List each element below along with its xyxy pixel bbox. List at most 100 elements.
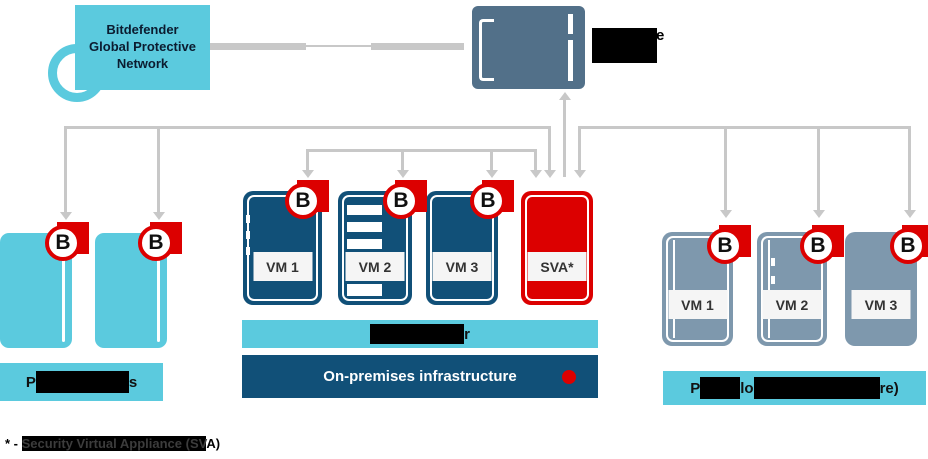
bitdefender-badge-icon: B xyxy=(383,180,427,220)
connector-v-ep2 xyxy=(157,126,160,214)
arrow-sva-left xyxy=(544,170,556,178)
endpoint-2-inner-line xyxy=(157,239,160,342)
vm-label: VM 1 xyxy=(668,290,727,319)
link-segment-mid xyxy=(306,45,371,47)
connector-v-sva-up xyxy=(563,100,566,177)
connector-v-vm1 xyxy=(306,149,309,172)
vm-inner-outline xyxy=(342,195,408,301)
public-cloud-label-p3: re) xyxy=(879,379,899,397)
vm-icon-onprem-1: VM 1 xyxy=(243,191,322,305)
link-segment-left xyxy=(210,43,306,50)
gpn-label-line2: Global Protective xyxy=(89,39,196,55)
connector-v-ep1 xyxy=(64,126,67,214)
arrow-cvm2 xyxy=(813,210,825,218)
on-premises-bar: On-premises infrastructure xyxy=(242,355,598,398)
bitdefender-badge-icon: B xyxy=(285,180,329,220)
arrow-ep1 xyxy=(60,212,72,220)
vm-icon-onprem-2: VM 2 xyxy=(338,191,412,305)
on-premises-label: On-premises infrastructure xyxy=(323,368,517,385)
vm-label: VM 3 xyxy=(851,290,911,319)
vm-stripe xyxy=(347,284,382,296)
vm-icon-cloud-1: VM 1 xyxy=(662,232,733,346)
vm-label: VM 1 xyxy=(253,252,312,281)
vm-tick xyxy=(771,258,775,266)
arrow-ep2 xyxy=(153,212,165,220)
hypervisor-bar: r xyxy=(242,320,598,348)
arrow-sva-right xyxy=(574,170,586,178)
vm-tick xyxy=(246,247,250,255)
sva-icon: SVA* xyxy=(521,191,593,305)
endpoint-1-inner-line xyxy=(62,239,65,342)
gpn-label-line1: Bitdefender xyxy=(106,22,179,38)
vm-tick xyxy=(771,276,775,284)
server-left-bracket xyxy=(479,19,494,81)
vm-inner-outline xyxy=(761,236,823,342)
badge-letter: B xyxy=(285,183,321,219)
connector-hline-mid xyxy=(306,149,537,152)
console-label-redaction xyxy=(592,28,657,63)
bitdefender-badge-icon: B xyxy=(707,225,751,265)
vm-left-line xyxy=(768,240,770,338)
footnote-highlighted: Security Virtual Appliance (SV xyxy=(21,436,207,451)
bitdefender-badge-icon: B xyxy=(890,225,928,265)
connector-v-sva-right xyxy=(578,126,581,172)
record-dot-icon xyxy=(562,370,576,384)
vm-label: VM 2 xyxy=(345,252,405,281)
vm-label: VM 3 xyxy=(432,252,492,281)
hypervisor-redaction xyxy=(370,324,465,344)
badge-letter: B xyxy=(890,228,926,264)
bitdefender-badge-icon: B xyxy=(45,222,89,262)
badge-letter: B xyxy=(138,225,174,261)
footnote: * - Security Virtual Appliance (SVA) xyxy=(5,436,220,451)
vm-left-line xyxy=(673,240,675,338)
bitdefender-badge-icon: B xyxy=(138,222,182,262)
vm-inner-outline xyxy=(525,195,589,301)
arrow-vm3 xyxy=(486,170,498,178)
bitdefender-badge-icon: B xyxy=(470,180,514,220)
badge-letter: B xyxy=(45,225,81,261)
connector-v-mid-end xyxy=(534,149,537,172)
arrow-vm1 xyxy=(302,170,314,178)
badge-letter: B xyxy=(800,228,836,264)
connector-hline-left xyxy=(64,126,551,129)
public-cloud-redaction-1 xyxy=(700,377,741,399)
connector-v-cvm1 xyxy=(724,126,727,212)
link-segment-right xyxy=(371,43,464,50)
vm-inner-outline xyxy=(666,236,729,342)
server-right-bar-top xyxy=(568,14,573,34)
console-label-fragment: e xyxy=(656,27,665,44)
arrow-mid-end xyxy=(530,170,542,178)
sva-label: SVA* xyxy=(527,252,587,281)
vm-inner-outline xyxy=(430,195,494,301)
connector-v-vm2 xyxy=(401,149,404,172)
vm-stripe xyxy=(347,222,382,232)
vm-tick xyxy=(246,215,250,223)
vm-stripe xyxy=(347,205,382,215)
connector-v-cvm2 xyxy=(817,126,820,212)
public-cloud-label-p2: lo xyxy=(740,379,754,397)
physical-endpoints-redaction xyxy=(35,371,129,393)
physical-endpoints-label-end: s xyxy=(128,373,138,391)
hypervisor-label-end: r xyxy=(464,325,470,343)
badge-letter: B xyxy=(383,183,419,219)
footnote-prefix: * - xyxy=(5,436,22,451)
badge-letter: B xyxy=(707,228,743,264)
server-icon xyxy=(472,6,585,89)
public-cloud-redaction-2 xyxy=(753,377,880,399)
arrow-cvm1 xyxy=(720,210,732,218)
server-right-bar-bottom xyxy=(568,40,573,81)
arrow-cvm3 xyxy=(904,210,916,218)
global-protective-network-box: Bitdefender Global Protective Network xyxy=(75,5,210,90)
physical-endpoints-label-start: P xyxy=(25,373,36,391)
arrow-vm2 xyxy=(397,170,409,178)
connector-v-cvm3 xyxy=(908,126,911,212)
gpn-label-line3: Network xyxy=(116,55,169,71)
vm-tick xyxy=(246,231,250,239)
footnote-suffix: A) xyxy=(206,436,221,451)
arrow-up-to-server xyxy=(559,92,571,100)
badge-letter: B xyxy=(470,183,506,219)
bitdefender-badge-icon: B xyxy=(800,225,844,265)
connector-hline-right xyxy=(578,126,911,129)
